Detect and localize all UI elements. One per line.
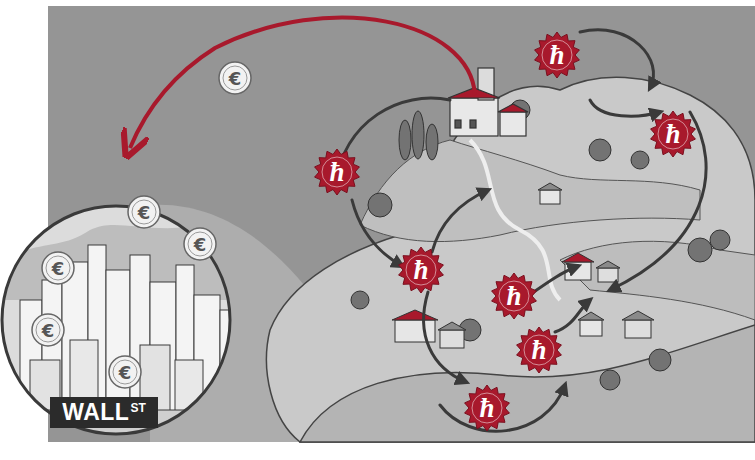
currency-symbol: € [127, 195, 161, 229]
starburst-badge [465, 385, 510, 431]
flow-arrows [335, 30, 706, 431]
euro-coin: € [31, 313, 65, 347]
city-circle-node: WALLST€€€€€ [0, 204, 232, 436]
starburst-badge [535, 32, 580, 78]
trees [351, 100, 730, 390]
starburst-badge [651, 111, 696, 157]
currency-symbol: € [108, 355, 142, 389]
hill [560, 241, 755, 320]
currency-symbol: € [218, 61, 252, 95]
local-currency-badge: ħ [516, 327, 562, 373]
local-currency-symbol: ħ [516, 327, 562, 373]
hill [267, 77, 755, 442]
currency-symbol: € [183, 227, 217, 261]
euro-coin: € [108, 355, 142, 389]
local-currency-symbol: ħ [650, 111, 696, 157]
coin-rim [219, 62, 251, 94]
coin-rim [109, 356, 141, 388]
local-currency-badge: ħ [650, 111, 696, 157]
local-currency-badge: ħ [398, 247, 444, 293]
local-currency-badge: ħ [491, 273, 537, 319]
local-currency-symbol: ħ [464, 385, 510, 431]
local-currency-badge: ħ [314, 149, 360, 195]
place-label-box: WALLST [50, 397, 158, 428]
local-currency-symbol: ħ [534, 32, 580, 78]
castle [448, 68, 528, 136]
place-name: WALL [62, 397, 129, 428]
euro-coin: € [127, 195, 161, 229]
local-currency-symbol: ħ [491, 273, 537, 319]
backdrop [48, 6, 755, 442]
local-currency-symbol: ħ [398, 247, 444, 293]
euro-coin: € [218, 61, 252, 95]
currency-symbol: € [41, 251, 75, 285]
currency-symbol: € [31, 313, 65, 347]
hill [300, 325, 755, 442]
starburst-badge [315, 149, 360, 195]
starburst-badge [517, 327, 562, 373]
coin-rim [128, 196, 160, 228]
place-superscript: ST [130, 400, 145, 416]
euro-coin: € [183, 227, 217, 261]
city-buildings [0, 220, 240, 450]
local-currency-badge: ħ [464, 385, 510, 431]
coin-rim [184, 228, 216, 260]
houses [392, 183, 654, 348]
starburst-badge [492, 273, 537, 319]
outflow-arrow [130, 18, 475, 148]
city-circle [2, 206, 230, 434]
euro-coin: € [41, 251, 75, 285]
hill [360, 140, 700, 242]
local-currency-symbol: ħ [314, 149, 360, 195]
local-currency-badge: ħ [534, 32, 580, 78]
coin-rim [42, 252, 74, 284]
coin-rim [32, 314, 64, 346]
starburst-badge [399, 247, 444, 293]
